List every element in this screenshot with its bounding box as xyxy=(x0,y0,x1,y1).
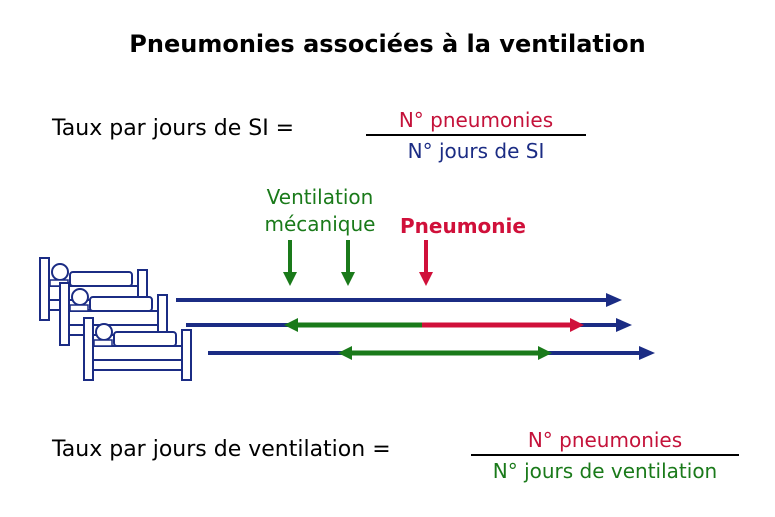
formula-ventilation-numerator: N° pneumonies xyxy=(527,428,683,452)
hospital-bed-icon xyxy=(83,317,192,381)
timeline-2 xyxy=(186,318,632,332)
arrow-pneumonie xyxy=(419,240,433,286)
fraction-bar xyxy=(471,454,739,456)
formula-si-lhs: Taux par jours de SI = xyxy=(52,116,295,141)
arrow-ventilation-1 xyxy=(283,240,297,286)
formula-ventilation-fraction: N° pneumonies N° jours de ventilation xyxy=(471,428,739,483)
formula-ventilation-denominator: N° jours de ventilation xyxy=(492,459,718,483)
timeline-3 xyxy=(208,346,655,360)
label-pneumonie: Pneumonie xyxy=(400,214,526,238)
timeline-1 xyxy=(176,293,622,307)
formula-si-numerator: N° pneumonies xyxy=(398,108,554,132)
formula-ventilation-lhs: Taux par jours de ventilation = xyxy=(52,437,391,462)
formula-si-denominator: N° jours de SI xyxy=(407,139,545,163)
formula-si-fraction: N° pneumonies N° jours de SI xyxy=(366,108,586,163)
fraction-bar xyxy=(366,134,586,136)
label-ventilation: Ventilation mécanique xyxy=(264,185,376,236)
page-title: Pneumonies associées à la ventilation xyxy=(129,30,646,58)
arrow-ventilation-2 xyxy=(341,240,355,286)
